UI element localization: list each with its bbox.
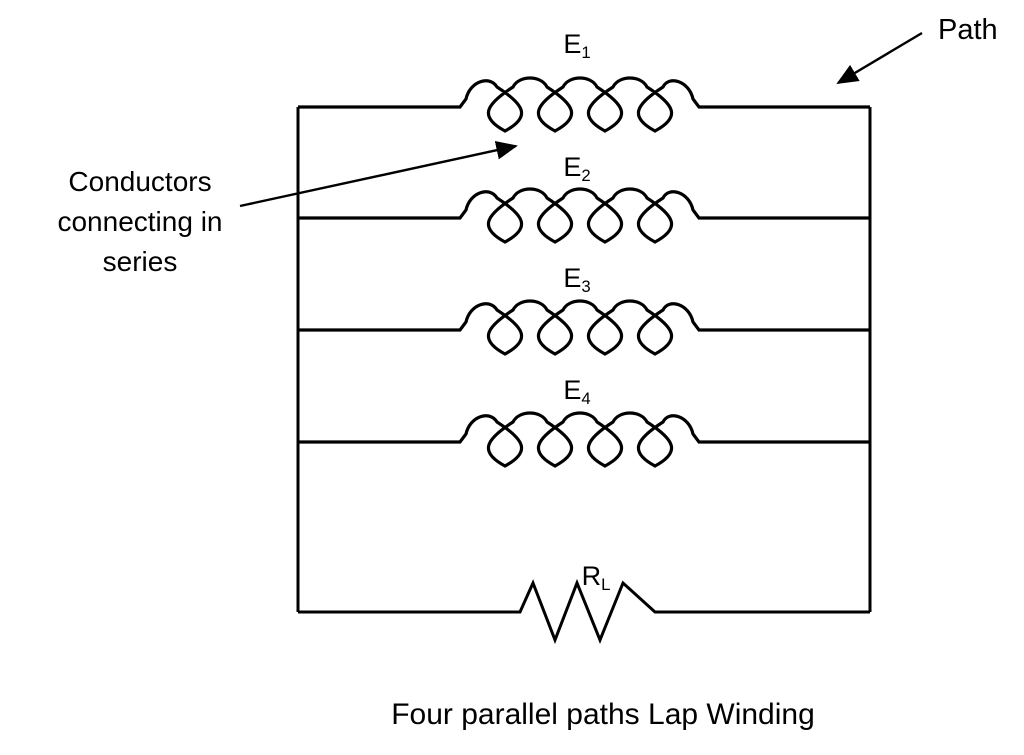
conductors-annotation-line3: series [102,246,178,277]
path-arrow [836,31,923,85]
coil-branch-e3 [298,299,870,356]
coil-label-e1-symbol: E [563,29,582,59]
coil-label-e4-subscript: 4 [581,389,591,409]
load-resistor-label: RL [581,561,611,595]
coil-branch-e1 [298,76,870,133]
load-resistor-symbol: R [581,561,602,591]
coil-label-e2-subscript: 2 [581,166,591,186]
conductors-annotation-line1: Conductors [68,166,212,197]
coil-label-e2: E2 [563,152,591,186]
path-annotation-label: Path [938,14,998,46]
coil-label-e1: E1 [563,29,591,63]
coil-label-e3-symbol: E [563,263,582,293]
conductors-annotation-label: Conductors connecting in series [30,162,250,282]
coil-label-e4-symbol: E [563,375,582,405]
coil-label-e4: E4 [563,375,591,409]
coil-branch-e4 [298,411,870,468]
diagram-caption: Four parallel paths Lap Winding [391,698,815,731]
conductors-arrow [239,141,518,208]
coil-branch-e2 [298,187,870,244]
load-resistor-subscript: L [601,575,611,595]
coil-label-e2-symbol: E [563,152,582,182]
coil-label-e3: E3 [563,263,591,297]
load-resistor-branch [298,578,870,645]
coil-label-e1-subscript: 1 [581,43,591,63]
conductors-annotation-line2: connecting in [57,206,223,237]
coil-label-e3-subscript: 3 [581,277,591,297]
